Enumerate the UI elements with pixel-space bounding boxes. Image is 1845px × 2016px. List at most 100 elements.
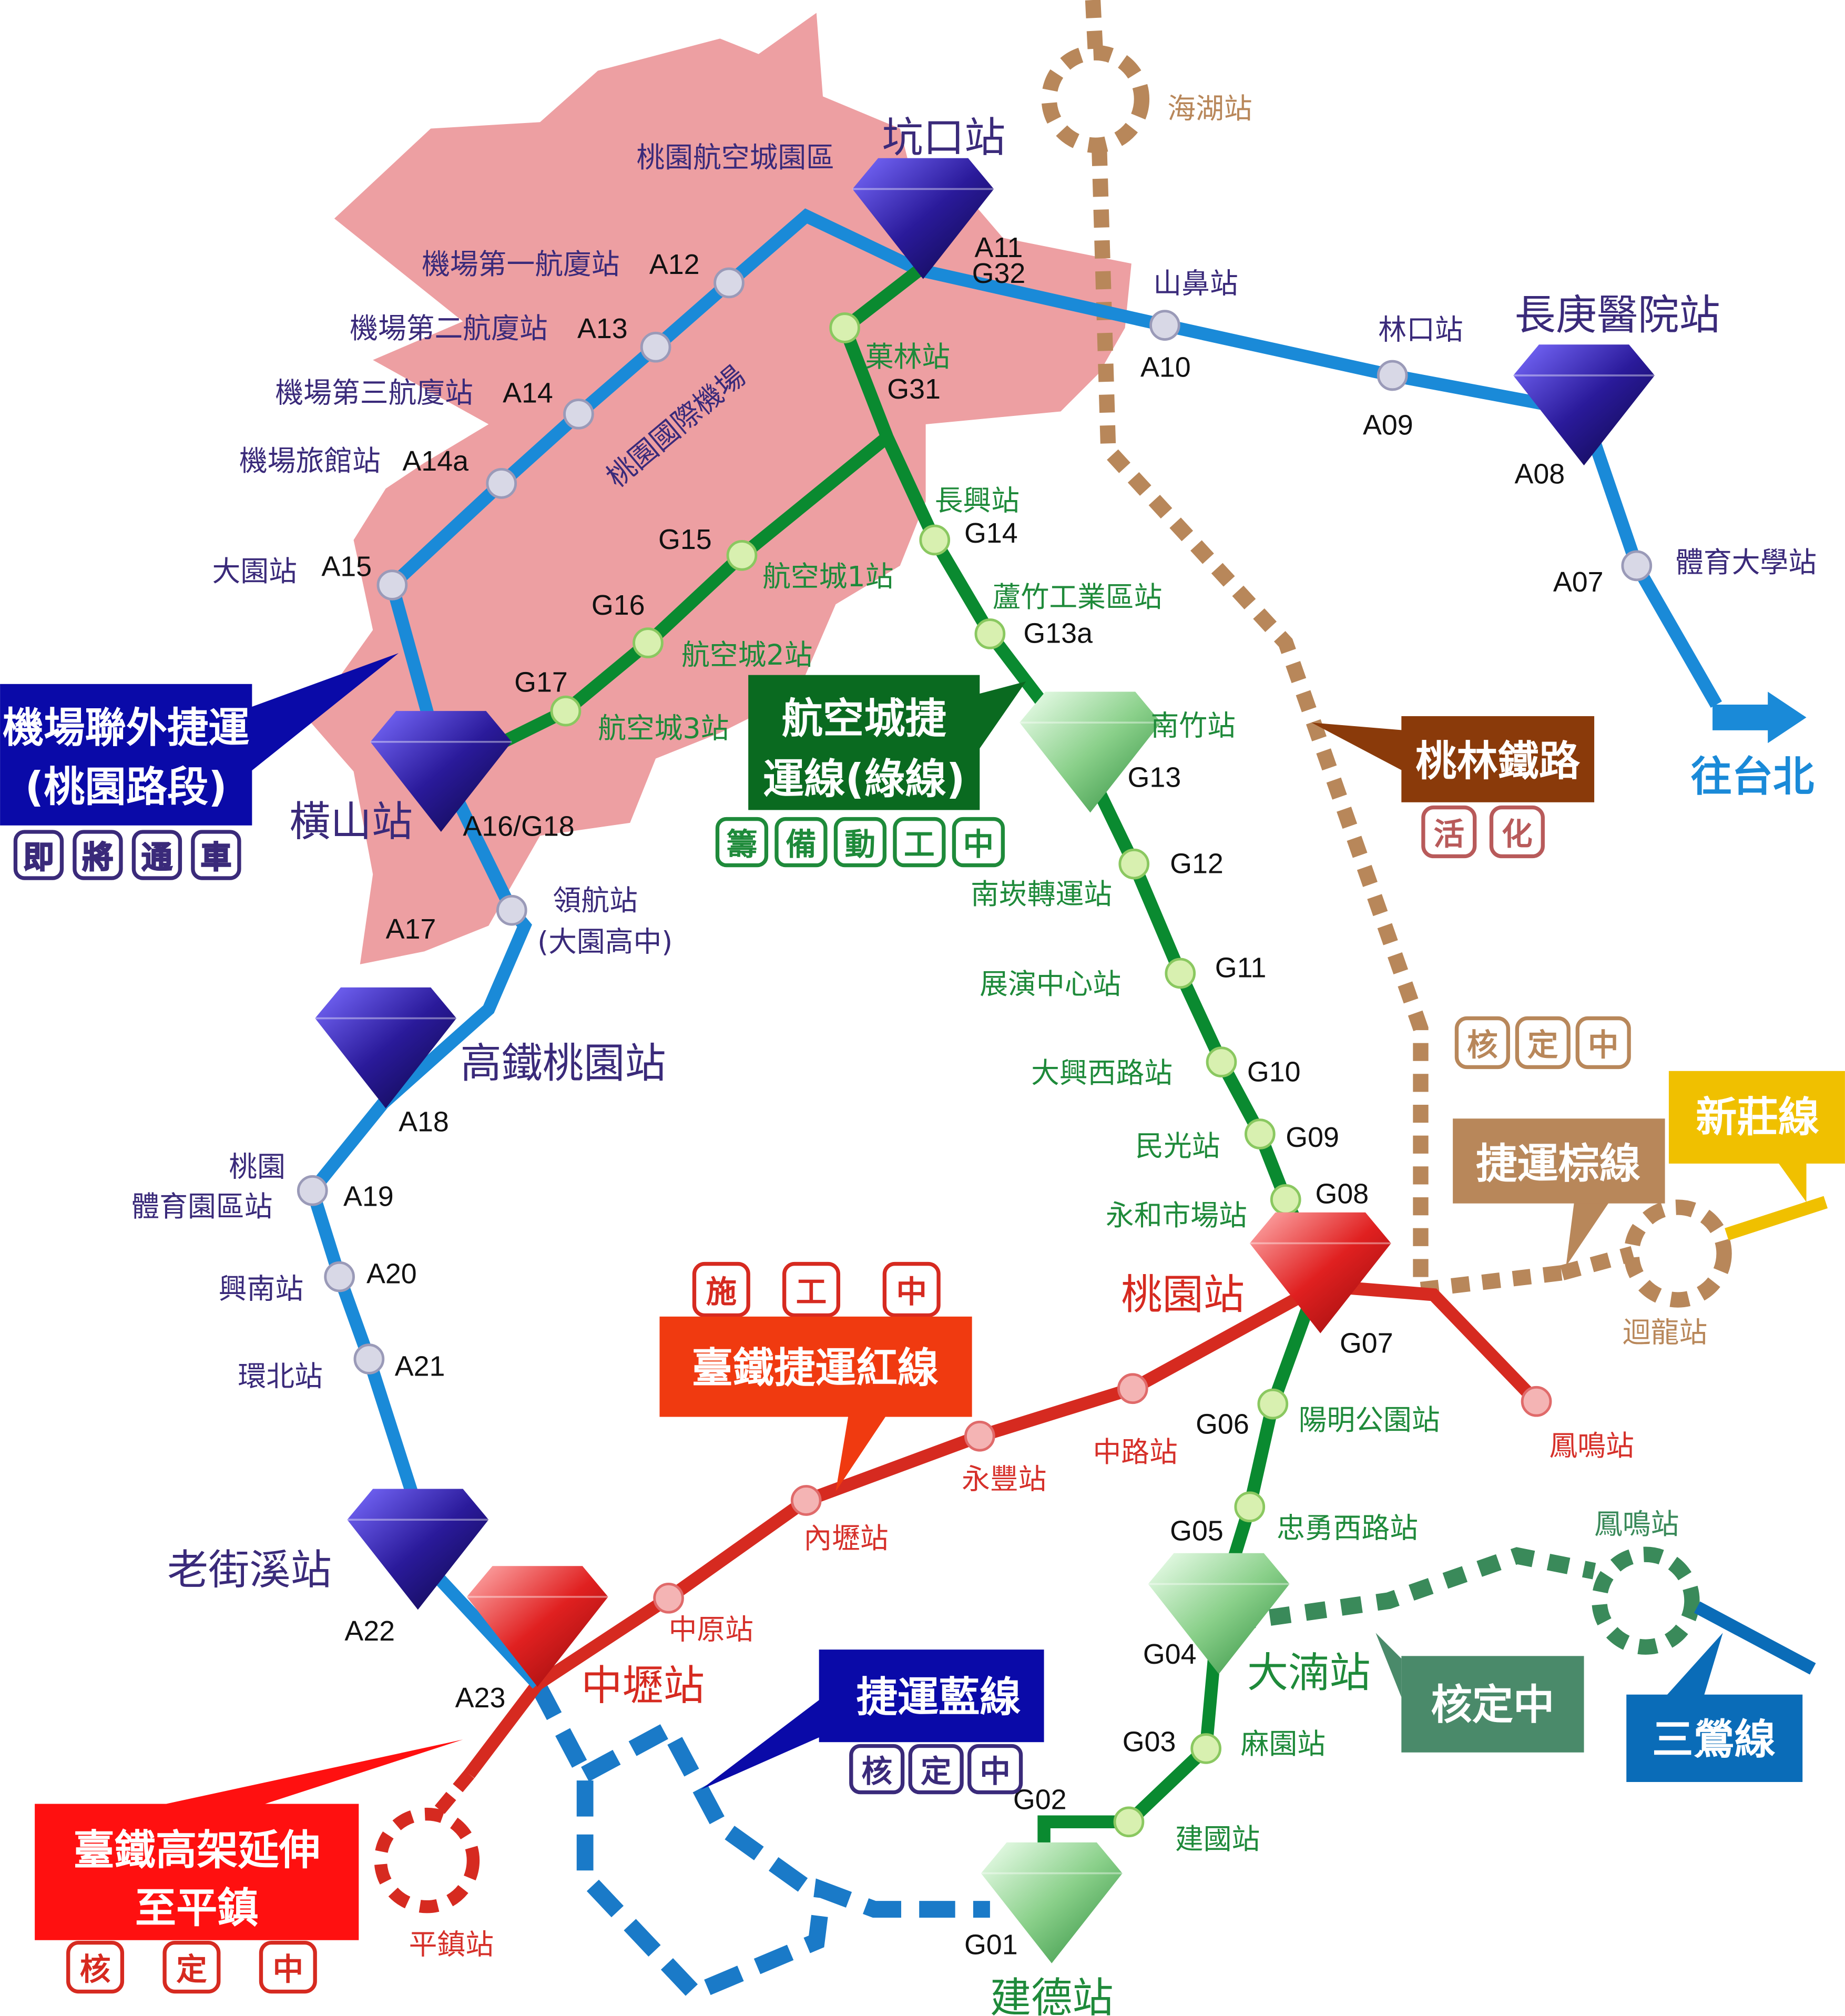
svg-text:新莊線: 新莊線 (1696, 1094, 1819, 1142)
svg-text:建德站: 建德站 (990, 1974, 1114, 2016)
svg-text:G17: G17 (514, 666, 568, 698)
svg-text:運線(綠線): 運線(綠線) (763, 756, 965, 803)
svg-text:長興站: 長興站 (935, 484, 1020, 517)
svg-text:A23: A23 (455, 1682, 506, 1714)
sanying-line (1694, 1601, 1816, 1675)
svg-text:臺鐵高架延伸: 臺鐵高架延伸 (74, 1826, 320, 1874)
svg-text:菓林站: 菓林站 (865, 340, 950, 373)
red-line-badge: 施 工 中 (692, 1261, 941, 1318)
svg-text:機場第二航廈站: 機場第二航廈站 (350, 312, 547, 345)
svg-text:G13a: G13a (1023, 618, 1093, 649)
svg-text:核: 核 (861, 1754, 892, 1789)
svg-text:G01: G01 (964, 1929, 1018, 1961)
green-station-dots (550, 312, 1301, 1838)
svg-text:A09: A09 (1363, 409, 1413, 441)
airport-line-badge: 即 將 通 車 (13, 830, 241, 880)
svg-text:體育園區站: 體育園區站 (131, 1190, 273, 1223)
svg-text:G31: G31 (887, 373, 941, 405)
svg-text:A12: A12 (649, 249, 700, 280)
svg-text:G12: G12 (1170, 848, 1224, 879)
brown-line-badge: 核 定 中 (1454, 1016, 1631, 1070)
red-extension-route (432, 1770, 474, 1817)
svg-text:南竹站: 南竹站 (1151, 709, 1236, 742)
svg-text:中路站: 中路站 (1093, 1435, 1177, 1469)
svg-text:A20: A20 (366, 1258, 417, 1289)
svg-text:機場旅館站: 機場旅館站 (239, 444, 381, 477)
svg-text:中: 中 (963, 827, 994, 862)
svg-text:A17: A17 (386, 913, 436, 945)
svg-text:G07: G07 (1340, 1327, 1393, 1359)
green-ext-callout: 核定中 (1375, 1633, 1584, 1753)
red-station-labels: 中原站 內壢站 永豐站 中路站 鳳鳴站 平鎮站 海湖站 迴龍站 鳳鳴站 (409, 92, 1708, 1961)
blue-line-route (530, 1680, 990, 2003)
svg-text:G04: G04 (1143, 1638, 1197, 1670)
svg-text:A08: A08 (1514, 458, 1565, 490)
svg-text:永豐站: 永豐站 (962, 1462, 1046, 1495)
svg-text:G08: G08 (1315, 1178, 1369, 1210)
svg-text:工: 工 (904, 827, 935, 862)
svg-text:車: 車 (201, 839, 232, 875)
svg-text:至平鎮: 至平鎮 (135, 1885, 259, 1932)
red-line-callout: 臺鐵捷運紅線 (659, 1316, 972, 1492)
svg-text:鳳鳴站: 鳳鳴站 (1594, 1508, 1679, 1541)
svg-text:G32: G32 (972, 258, 1026, 289)
svg-text:G13: G13 (1128, 761, 1181, 793)
svg-text:G11: G11 (1215, 952, 1267, 983)
svg-text:大湳站: 大湳站 (1247, 1649, 1371, 1697)
svg-text:(桃園路段): (桃園路段) (25, 763, 227, 811)
area-label: 桃園航空城園區 (636, 141, 834, 174)
svg-text:大園站: 大園站 (212, 555, 297, 588)
to-taipei-arrow-icon (1713, 691, 1807, 744)
svg-text:機場第三航廈站: 機場第三航廈站 (275, 376, 473, 409)
svg-text:航空城2站: 航空城2站 (681, 638, 812, 671)
svg-text:A15: A15 (321, 551, 372, 582)
huilong-station (1624, 1199, 1732, 1308)
xinzhuang-line (1725, 1196, 1828, 1240)
svg-text:將: 將 (83, 839, 114, 875)
svg-text:即: 即 (23, 839, 54, 875)
svg-text:領航站: 領航站 (553, 884, 638, 917)
svg-text:G06: G06 (1196, 1408, 1249, 1440)
svg-text:定: 定 (176, 1952, 207, 1988)
svg-text:桃林鐵路: 桃林鐵路 (1415, 737, 1581, 785)
svg-text:G05: G05 (1170, 1515, 1224, 1546)
svg-text:中: 中 (272, 1952, 303, 1988)
svg-text:高鐵桃園站: 高鐵桃園站 (460, 1040, 666, 1087)
svg-text:G02: G02 (1013, 1784, 1067, 1815)
svg-text:忠勇西路站: 忠勇西路站 (1277, 1511, 1418, 1544)
svg-text:展演中心站: 展演中心站 (980, 968, 1121, 1001)
fengming-ext-station (1592, 1546, 1700, 1655)
taolin-railway-line (1085, 0, 1563, 1298)
svg-text:G03: G03 (1123, 1726, 1176, 1757)
blue-line-callout: 捷運藍線 (700, 1650, 1044, 1790)
svg-text:G10: G10 (1247, 1056, 1301, 1087)
svg-text:長庚醫院站: 長庚醫院站 (1514, 291, 1720, 339)
svg-text:永和市場站: 永和市場站 (1106, 1199, 1247, 1232)
airport-line-callout: 機場聯外捷運 (桃園路段) (0, 653, 399, 826)
svg-text:G14: G14 (964, 517, 1018, 549)
svg-text:環北站: 環北站 (238, 1360, 322, 1393)
green-line-callout: 航空城捷 運線(綠線) (748, 675, 1026, 810)
pingzhen-station (374, 1807, 480, 1913)
svg-text:工: 工 (796, 1274, 827, 1310)
svg-text:A11: A11 (975, 232, 1023, 263)
svg-text:南崁轉運站: 南崁轉運站 (971, 878, 1112, 911)
airport-station-dots (297, 267, 1653, 1374)
svg-text:A14a: A14a (402, 445, 468, 477)
svg-text:內壢站: 內壢站 (803, 1522, 888, 1555)
svg-text:核: 核 (1467, 1027, 1498, 1063)
svg-text:A07: A07 (1553, 566, 1604, 598)
svg-text:A10: A10 (1140, 351, 1191, 383)
svg-text:臺鐵捷運紅線: 臺鐵捷運紅線 (692, 1345, 939, 1392)
svg-text:航空城捷: 航空城捷 (782, 695, 946, 743)
svg-text:核定中: 核定中 (1431, 1681, 1555, 1729)
svg-text:A16/G18: A16/G18 (463, 810, 574, 842)
red-extension-callout: 臺鐵高架延伸 至平鎮 (35, 1739, 463, 1940)
svg-text:麻園站: 麻園站 (1241, 1727, 1326, 1760)
svg-text:機場聯外捷運: 機場聯外捷運 (3, 704, 249, 752)
svg-text:通: 通 (141, 839, 172, 875)
svg-text:A19: A19 (343, 1181, 394, 1213)
svg-text:中: 中 (896, 1274, 927, 1310)
svg-text:G09: G09 (1286, 1122, 1339, 1153)
haihu-station (1041, 45, 1150, 153)
